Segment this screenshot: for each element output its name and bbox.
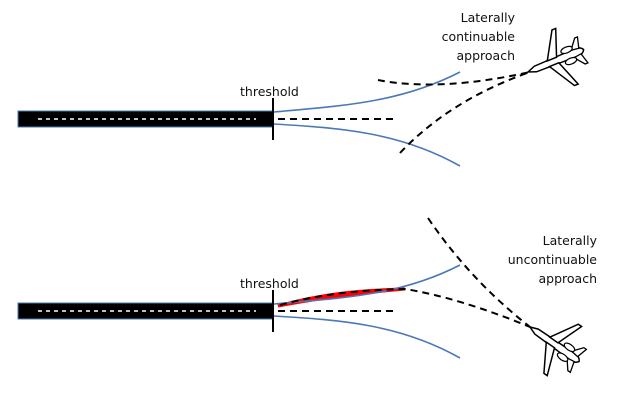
envelope-upper bbox=[273, 264, 461, 305]
caption-line: approach bbox=[539, 271, 598, 286]
caption-line: continuable bbox=[442, 29, 516, 44]
threshold-label: threshold bbox=[240, 276, 299, 291]
panel-uncontinuable: threshold Laterally uncontinuable approa… bbox=[17, 217, 598, 387]
caption-line: approach bbox=[457, 48, 516, 63]
envelope-lower bbox=[273, 123, 461, 167]
airplane-icon bbox=[512, 301, 598, 387]
caption-line: Laterally bbox=[461, 10, 516, 25]
caption-line: uncontinuable bbox=[508, 252, 598, 267]
flight-path-alternate bbox=[399, 71, 531, 154]
envelope-upper bbox=[273, 71, 461, 113]
panel-continuable: threshold Laterally continuable approach bbox=[17, 10, 596, 167]
threshold-label: threshold bbox=[240, 84, 299, 99]
flight-path-alternate bbox=[427, 217, 531, 328]
flight-path-continuable bbox=[377, 71, 531, 86]
envelope-lower bbox=[273, 315, 461, 359]
airplane-icon bbox=[516, 20, 596, 101]
flight-path-uncontinuable bbox=[279, 287, 531, 328]
caption-line: Laterally bbox=[543, 233, 598, 248]
